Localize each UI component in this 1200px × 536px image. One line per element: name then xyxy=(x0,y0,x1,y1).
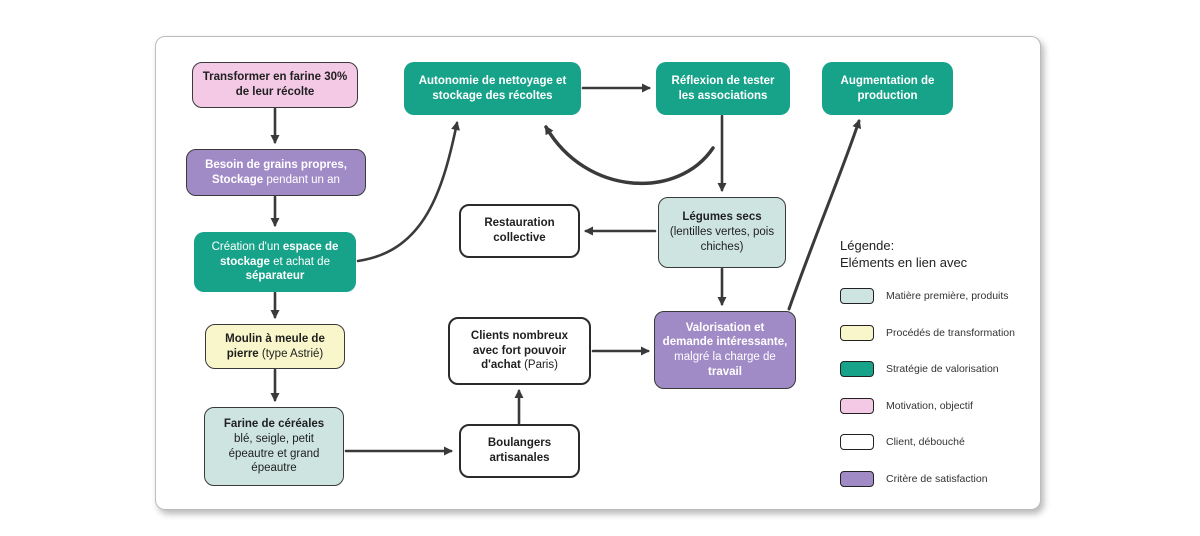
node-transformer: Transformer en farine 30% de leur récolt… xyxy=(192,62,358,108)
legend-label: Motivation, objectif xyxy=(886,400,973,412)
legend: Légende: Eléments en lien avec Matière p… xyxy=(840,238,1015,487)
node-boulangers: Boulangers artisanales xyxy=(459,424,580,478)
legend-label: Critère de satisfaction xyxy=(886,473,988,485)
node-moulin: Moulin à meule de pierre (type Astrié) xyxy=(205,324,345,369)
legend-swatch-satisfaction xyxy=(840,471,874,487)
legend-item-strategy: Stratégie de valorisation xyxy=(840,361,999,377)
legend-label: Procédés de transformation xyxy=(886,327,1015,339)
node-transformer-label: Transformer en farine 30% de leur récolt… xyxy=(202,71,348,98)
legend-label: Matière première, produits xyxy=(886,290,1009,302)
node-besoin-label: Besoin de grains propres, Stockage penda… xyxy=(205,158,347,186)
node-clients: Clients nombreux avec fort pouvoir d'ach… xyxy=(448,317,591,385)
node-creation-label: Création d'un espace de stockage et acha… xyxy=(211,240,339,283)
legend-swatch-motivation xyxy=(840,398,874,414)
node-augmentation-label: Augmentation de production xyxy=(840,74,935,102)
node-autonomie: Autonomie de nettoyage et stockage des r… xyxy=(404,62,581,115)
legend-item-client: Client, débouché xyxy=(840,434,965,450)
legend-swatch-raw-material xyxy=(840,288,874,304)
node-reflexion-label: Réflexion de tester les associations xyxy=(671,74,775,102)
node-restauration: Restauration collective xyxy=(459,204,580,258)
legend-subtitle: Eléments en lien avec xyxy=(840,254,968,270)
node-valorisation-label: Valorisation et demande intéressante, ma… xyxy=(662,321,788,378)
legend-swatch-client xyxy=(840,434,874,450)
legend-item-satisfaction: Critère de satisfaction xyxy=(840,471,988,487)
legend-item-raw-material: Matière première, produits xyxy=(840,288,1009,304)
legend-item-motivation: Motivation, objectif xyxy=(840,398,973,414)
node-boulangers-label: Boulangers artisanales xyxy=(487,437,552,464)
node-valorisation: Valorisation et demande intéressante, ma… xyxy=(654,311,796,389)
node-legumes: Légumes secs(lentilles vertes, pois chic… xyxy=(658,197,786,268)
node-autonomie-label: Autonomie de nettoyage et stockage des r… xyxy=(418,74,567,102)
legend-item-process: Procédés de transformation xyxy=(840,325,1015,341)
node-restauration-label: Restauration collective xyxy=(484,217,555,244)
node-clients-label: Clients nombreux avec fort pouvoir d'ach… xyxy=(470,329,569,372)
node-besoin: Besoin de grains propres, Stockage penda… xyxy=(186,149,366,196)
legend-label: Stratégie de valorisation xyxy=(886,363,999,375)
node-reflexion: Réflexion de tester les associations xyxy=(656,62,790,115)
node-legumes-label: Légumes secs(lentilles vertes, pois chic… xyxy=(669,211,775,253)
legend-label: Client, débouché xyxy=(886,436,965,448)
legend-swatch-strategy xyxy=(840,361,874,377)
legend-swatch-process xyxy=(840,325,874,341)
node-augmentation: Augmentation de production xyxy=(822,62,953,115)
legend-title: Légende: xyxy=(840,238,895,253)
node-creation: Création d'un espace de stockage et acha… xyxy=(194,232,356,292)
node-moulin-label: Moulin à meule de pierre (type Astrié) xyxy=(225,332,325,360)
